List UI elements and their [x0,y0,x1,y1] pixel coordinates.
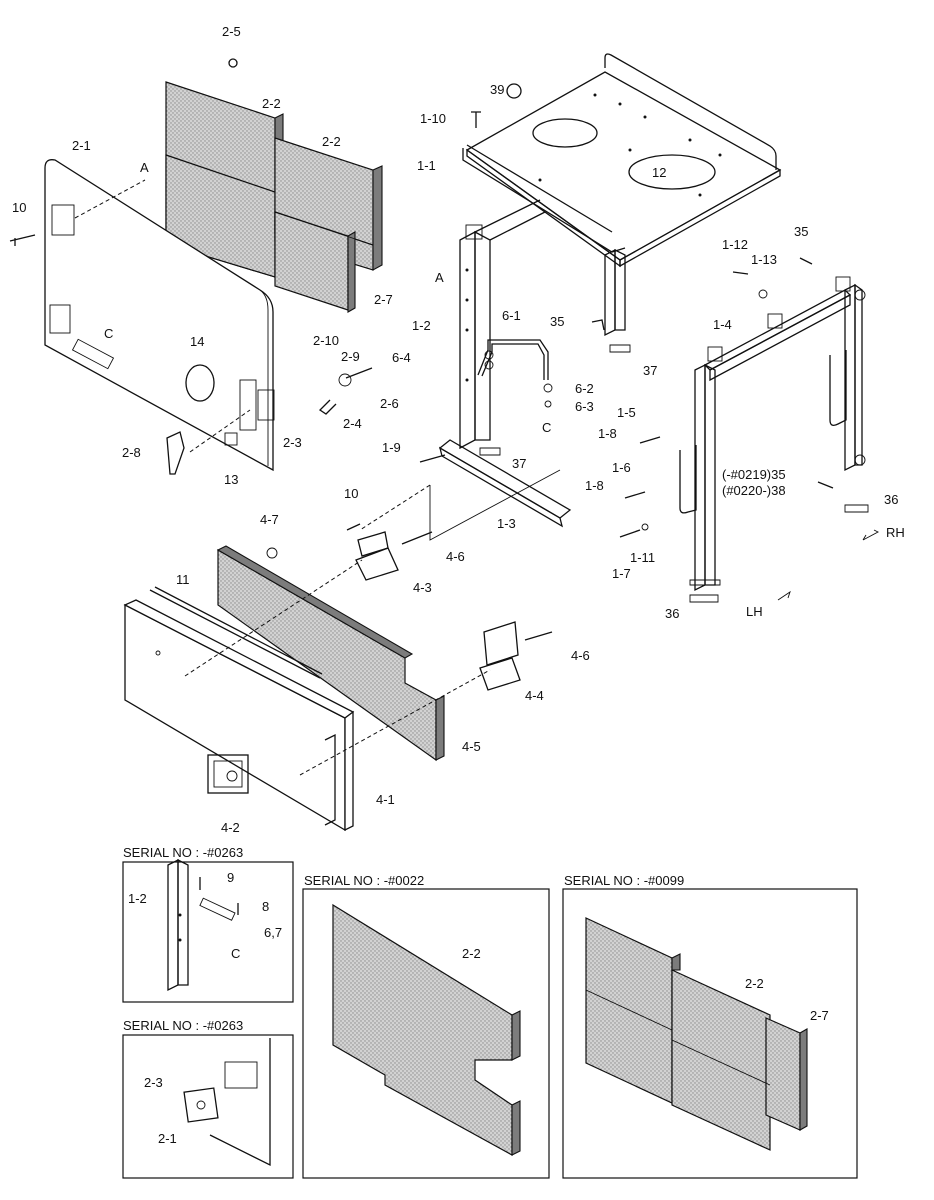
crossbar-1-3 [438,439,572,528]
label-1-13: 1-13 [751,252,777,267]
label-1-5: 1-5 [617,405,636,420]
label-1-7: 1-7 [612,566,631,581]
inset-1-label-1-2: 1-2 [128,891,147,906]
label-lh: LH [746,604,763,619]
label-4-6: 4-6 [571,648,590,663]
pipe-6-1 [477,339,549,380]
inset-serial-0263-door: SERIAL NO : -#0263 2-3 2-1 [122,1018,294,1179]
label-37: 37 [512,456,526,471]
label-c: C [542,420,551,435]
label-2-6: 2-6 [380,396,399,411]
frame-1-2 [459,199,626,450]
label-c: C [104,326,113,341]
label-2-9: 2-9 [341,349,360,364]
label-4-5: 4-5 [462,739,481,754]
inset-1-label-c: C [231,946,240,961]
label-4-3: 4-3 [413,580,432,595]
inset-2-label-2-1: 2-1 [158,1131,177,1146]
label-4-1: 4-1 [376,792,395,807]
label-2-5: 2-5 [222,24,241,39]
inset-serial-label: SERIAL NO : -#0263 [123,845,243,860]
label-rh: RH [886,525,905,540]
label-10: 10 [344,486,358,501]
label-36: 36 [884,492,898,507]
label-35-serial: (-#0219)35 [722,467,786,482]
label-35: 35 [550,314,564,329]
inset-4-label-2-7: 2-7 [810,1008,829,1023]
label-2-8: 2-8 [122,445,141,460]
label-2-2: 2-2 [262,96,281,111]
label-2-2: 2-2 [322,134,341,149]
foam-panel-2-2-group [165,81,383,313]
label-14: 14 [190,334,204,349]
inset-1-label-6-7: 6,7 [264,925,282,940]
bracket-4-3 [355,531,399,581]
label-6-1: 6-1 [502,308,521,323]
inset-serial-0263-frame: SERIAL NO : -#0263 1-2 9 8 6,7 C [122,845,294,1003]
label-2-7: 2-7 [374,292,393,307]
label-4-2: 4-2 [221,820,240,835]
label-6-4: 6-4 [392,350,411,365]
label-1-11: 1-11 [630,550,655,565]
inset-1-label-9: 9 [227,870,234,885]
label-13: 13 [224,472,238,487]
frame-1-4 [679,276,866,592]
label-1-1: 1-1 [417,158,436,173]
label-1-10: 1-10 [420,111,446,126]
label-2-1: 2-1 [72,138,91,153]
label-1-6: 1-6 [612,460,631,475]
label-37: 37 [643,363,657,378]
label-a: A [435,270,444,285]
label-2-3: 2-3 [283,435,302,450]
label-1-8: 1-8 [585,478,604,493]
label-38-serial: (#0220-)38 [722,483,786,498]
label-a: A [140,160,149,175]
fasteners [9,58,879,641]
label-11: 11 [176,572,190,587]
inset-1-label-8: 8 [262,899,269,914]
panel-4-1 [123,586,355,832]
inset-4-label-2-2: 2-2 [745,976,764,991]
label-2-10: 2-10 [313,333,339,348]
label-4-4: 4-4 [525,688,544,703]
inset-serial-label: SERIAL NO : -#0022 [304,873,424,888]
label-2-4: 2-4 [343,416,362,431]
inset-serial-0099: SERIAL NO : -#0099 2-2 2-7 [562,873,858,1179]
label-6-3: 6-3 [575,399,594,414]
label-39: 39 [490,82,504,97]
label-1-8: 1-8 [598,426,617,441]
bracket-4-4 [479,621,521,691]
inset-serial-0022: SERIAL NO : -#0022 2-2 [302,873,550,1179]
label-36: 36 [665,606,679,621]
inset-3-label-2-2: 2-2 [462,946,481,961]
part-labels: 2-5 2-2 2-2 2-1 A 10 2-7 C 14 2-10 2-9 2… [12,24,905,835]
label-35: 35 [794,224,808,239]
label-1-2: 1-2 [412,318,431,333]
label-6-2: 6-2 [575,381,594,396]
leader-lines [74,179,561,776]
frame-1-1 [462,53,782,268]
label-1-9: 1-9 [382,440,401,455]
label-1-4: 1-4 [713,317,732,332]
inset-serial-label: SERIAL NO : -#0099 [564,873,684,888]
inset-2-label-2-3: 2-3 [144,1075,163,1090]
label-10: 10 [12,200,26,215]
label-4-7: 4-7 [260,512,279,527]
label-12: 12 [652,165,666,180]
label-1-3: 1-3 [497,516,516,531]
label-4-6: 4-6 [446,549,465,564]
panel-2-1 [44,159,275,475]
label-1-12: 1-12 [722,237,748,252]
inset-serial-label: SERIAL NO : -#0263 [123,1018,243,1033]
